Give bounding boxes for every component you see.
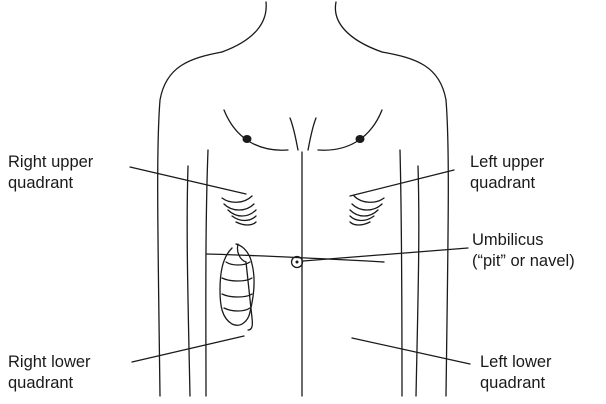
left-rib-strokes [222, 196, 256, 225]
label-umbilicus: Umbilicus (“pit” or navel) [472, 230, 575, 272]
torso-right-flank [400, 150, 402, 396]
neck-right-outline [335, 2, 382, 52]
left-nipple [243, 135, 252, 143]
right-nipple [356, 135, 365, 143]
colon-appendix-illustration [220, 244, 254, 330]
torso-left-flank [206, 150, 208, 396]
label-left-upper-line1: Left upper [470, 152, 544, 173]
label-right-upper-line2: quadrant [8, 173, 93, 194]
sternum-contour-left [290, 118, 298, 150]
horizontal-line [206, 254, 384, 262]
label-left-upper-quadrant: Left upper quadrant [470, 152, 544, 194]
label-right-upper-line1: Right upper [8, 152, 93, 173]
label-right-lower-line2: quadrant [8, 373, 91, 394]
chest-right-contour [318, 110, 382, 150]
right-rib-strokes [350, 196, 384, 225]
left-shoulder-outline [158, 52, 222, 396]
leader-line-left-lower [352, 338, 470, 364]
leader-line-right-lower [132, 336, 244, 362]
label-right-lower-quadrant: Right lower quadrant [8, 352, 91, 394]
label-umbilicus-line1: Umbilicus [472, 230, 575, 251]
label-right-upper-quadrant: Right upper quadrant [8, 152, 93, 194]
left-arm-inner-outline [187, 166, 190, 396]
right-shoulder-outline [382, 52, 448, 396]
sternum-contour-right [308, 118, 316, 150]
label-right-lower-line1: Right lower [8, 352, 91, 373]
leader-line-left-upper [350, 170, 454, 196]
chest-left-contour [224, 110, 288, 150]
leader-line-umbilicus [303, 248, 468, 261]
umbilicus-dot [296, 261, 299, 264]
label-left-lower-quadrant: Left lower quadrant [480, 352, 552, 394]
right-arm-inner-outline [416, 166, 419, 396]
label-left-lower-line2: quadrant [480, 373, 552, 394]
label-umbilicus-line2: (“pit” or navel) [472, 251, 575, 272]
label-left-lower-line1: Left lower [480, 352, 552, 373]
label-left-upper-line2: quadrant [470, 173, 544, 194]
neck-left-outline [222, 2, 266, 52]
